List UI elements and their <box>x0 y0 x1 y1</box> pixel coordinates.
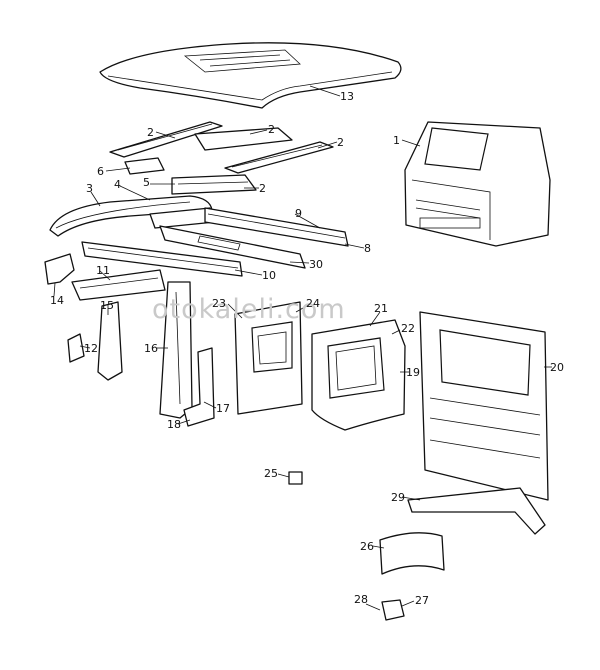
callout-5: 5 <box>143 176 150 189</box>
bracket-12 <box>67 333 85 363</box>
roof-panel <box>99 42 402 109</box>
callout-8: 8 <box>364 242 371 255</box>
bracket-6 <box>124 157 165 175</box>
callout-22: 22 <box>401 322 415 335</box>
callout-12: 12 <box>84 342 98 355</box>
callout-17: 17 <box>216 402 230 415</box>
watermark: otokaleli.com <box>152 294 346 325</box>
callout-18: 18 <box>167 418 181 431</box>
callout-14: 14 <box>50 294 64 307</box>
callout-28: 28 <box>354 593 368 606</box>
callout-21: 21 <box>374 302 388 315</box>
callout-19: 19 <box>406 366 420 379</box>
callout-20: 20 <box>550 361 564 374</box>
callout-1: 1 <box>393 134 400 147</box>
callout-4: 4 <box>114 178 121 191</box>
callout-13: 13 <box>340 90 354 103</box>
lower-rails <box>81 225 306 277</box>
callout-3: 3 <box>86 182 93 195</box>
callout-9: 9 <box>295 207 302 220</box>
callout-labels: 1 2 2 2 2 3 4 5 6 8 9 10 11 12 13 14 15 … <box>50 90 564 607</box>
roof-bows <box>109 121 334 195</box>
callout-2b: 2 <box>268 123 275 136</box>
callout-2c: 2 <box>337 136 344 149</box>
long-rail-9 <box>204 207 349 247</box>
lower-pillar-17-18 <box>183 347 215 427</box>
callout-16: 16 <box>144 342 158 355</box>
callout-6: 6 <box>97 165 104 178</box>
bracket-27 <box>381 599 405 621</box>
callout-26: 26 <box>360 540 374 553</box>
door-assembly <box>311 319 406 431</box>
callout-2d: 2 <box>259 182 266 195</box>
callout-30: 30 <box>309 258 323 271</box>
pillar-15 <box>97 301 123 381</box>
callout-24: 24 <box>306 297 320 310</box>
callout-25: 25 <box>264 467 278 480</box>
callout-27: 27 <box>415 594 429 607</box>
truck-cab <box>404 121 551 247</box>
callout-15: 15 <box>100 299 114 312</box>
floor-rail-29 <box>407 487 546 535</box>
callout-23: 23 <box>212 297 226 310</box>
leader-lines <box>53 85 552 611</box>
pillar-11 <box>71 269 166 301</box>
callout-10: 10 <box>262 269 276 282</box>
rear-panel <box>419 311 549 501</box>
callout-29: 29 <box>391 491 405 504</box>
clip-25 <box>288 471 303 485</box>
callout-2a: 2 <box>147 126 154 139</box>
door-inner-panel <box>234 301 303 415</box>
corner-piece-14 <box>44 253 75 285</box>
callout-11: 11 <box>96 264 110 277</box>
panel-26 <box>379 532 445 575</box>
side-rails <box>49 195 216 237</box>
